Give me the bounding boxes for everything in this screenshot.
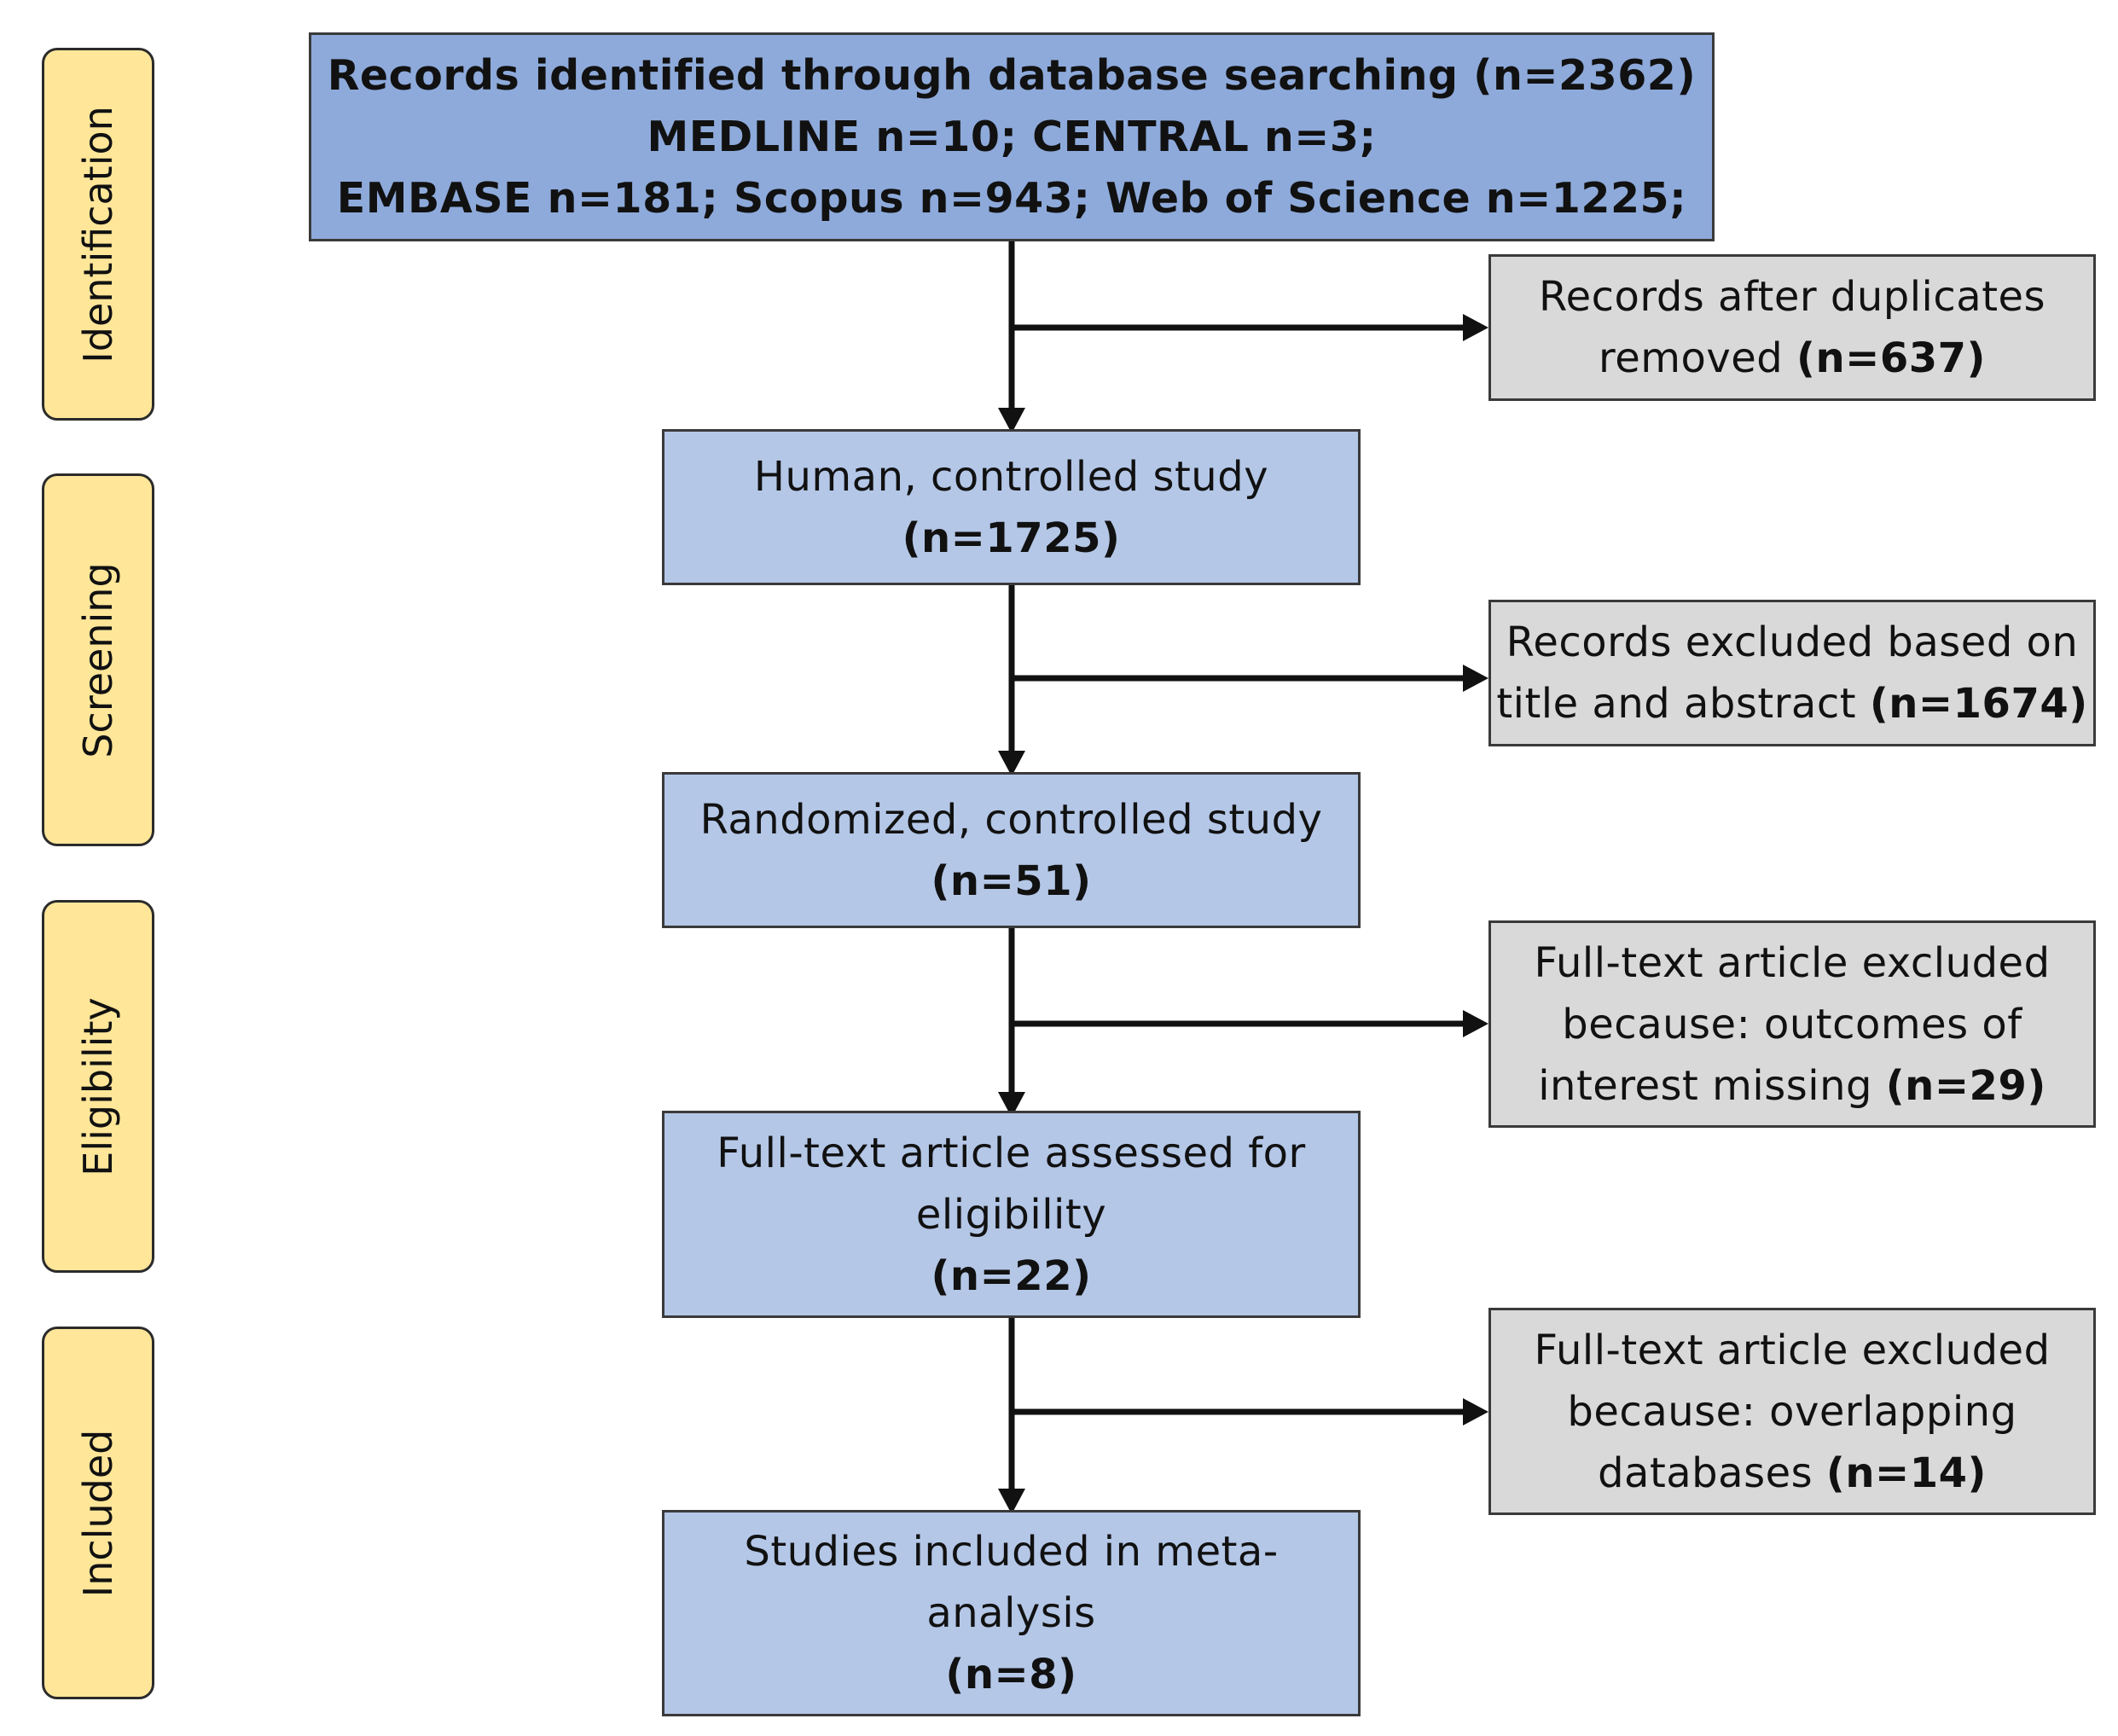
stage-eligibility: Eligibility <box>42 900 154 1273</box>
outcomes-missing-line3: interest missing (n=29) <box>1538 1061 2046 1110</box>
human-controlled-label: Human, controlled study <box>753 452 1269 501</box>
arrowhead <box>998 1489 1025 1514</box>
title-abstract-count: (n=1674) <box>1869 680 2088 728</box>
records-identified-line3: EMBASE n=181; Scopus n=943; Web of Scien… <box>336 173 1687 223</box>
arrowhead <box>1463 314 1488 341</box>
box-duplicates-removed: Records after duplicates removed (n=637) <box>1488 254 2096 401</box>
box-outcomes-missing-excluded: Full-text article excluded because: outc… <box>1488 920 2096 1128</box>
outcomes-missing-line2: because: outcomes of <box>1562 1000 2022 1048</box>
records-identified-line2: MEDLINE n=10; CENTRAL n=3; <box>647 112 1377 161</box>
arrowhead <box>998 751 1025 776</box>
duplicates-line2: removed (n=637) <box>1599 334 1986 382</box>
overlapping-line1: Full-text article excluded <box>1534 1326 2051 1374</box>
arrowhead <box>1463 1398 1488 1425</box>
stage-included: Included <box>42 1327 154 1699</box>
full-text-assessed-line2: eligibility <box>915 1190 1107 1239</box>
studies-included-line2: analysis <box>926 1589 1096 1637</box>
arrowhead <box>998 1092 1025 1118</box>
box-randomized-controlled: Randomized, controlled study (n=51) <box>662 772 1361 928</box>
overlapping-count: (n=14) <box>1825 1449 1987 1497</box>
outcomes-missing-count: (n=29) <box>1885 1061 2046 1110</box>
outcomes-missing-line1: Full-text article excluded <box>1534 938 2051 987</box>
duplicates-count: (n=637) <box>1796 334 1986 382</box>
arrowhead <box>998 408 1025 433</box>
arrowhead <box>1463 665 1488 692</box>
records-identified-line1: Records identified through database sear… <box>327 50 1697 100</box>
full-text-assessed-line1: Full-text article assessed for <box>717 1129 1306 1177</box>
box-full-text-assessed: Full-text article assessed for eligibili… <box>662 1111 1361 1318</box>
full-text-assessed-count: (n=22) <box>931 1251 1092 1300</box>
box-human-controlled: Human, controlled study (n=1725) <box>662 429 1361 585</box>
overlapping-line3: databases (n=14) <box>1598 1449 1987 1497</box>
arrowhead <box>1463 1010 1488 1037</box>
title-abstract-line1: Records excluded based on <box>1506 618 2079 666</box>
box-title-abstract-excluded: Records excluded based on title and abst… <box>1488 600 2096 746</box>
randomized-controlled-label: Randomized, controlled study <box>699 795 1323 844</box>
randomized-controlled-count: (n=51) <box>931 856 1092 905</box>
box-studies-included: Studies included in meta- analysis (n=8) <box>662 1510 1361 1716</box>
studies-included-count: (n=8) <box>945 1651 1077 1698</box>
overlapping-line2: because: overlapping <box>1567 1387 2017 1436</box>
stage-screening: Screening <box>42 473 154 846</box>
human-controlled-count: (n=1725) <box>902 514 1121 562</box>
studies-included-line1: Studies included in meta- <box>744 1528 1279 1576</box>
stage-identification: Identification <box>42 48 154 421</box>
title-abstract-line2: title and abstract (n=1674) <box>1496 680 2088 728</box>
box-records-identified: Records identified through database sear… <box>309 32 1715 241</box>
duplicates-line1: Records after duplicates <box>1538 273 2046 321</box>
box-overlapping-excluded: Full-text article excluded because: over… <box>1488 1308 2096 1515</box>
